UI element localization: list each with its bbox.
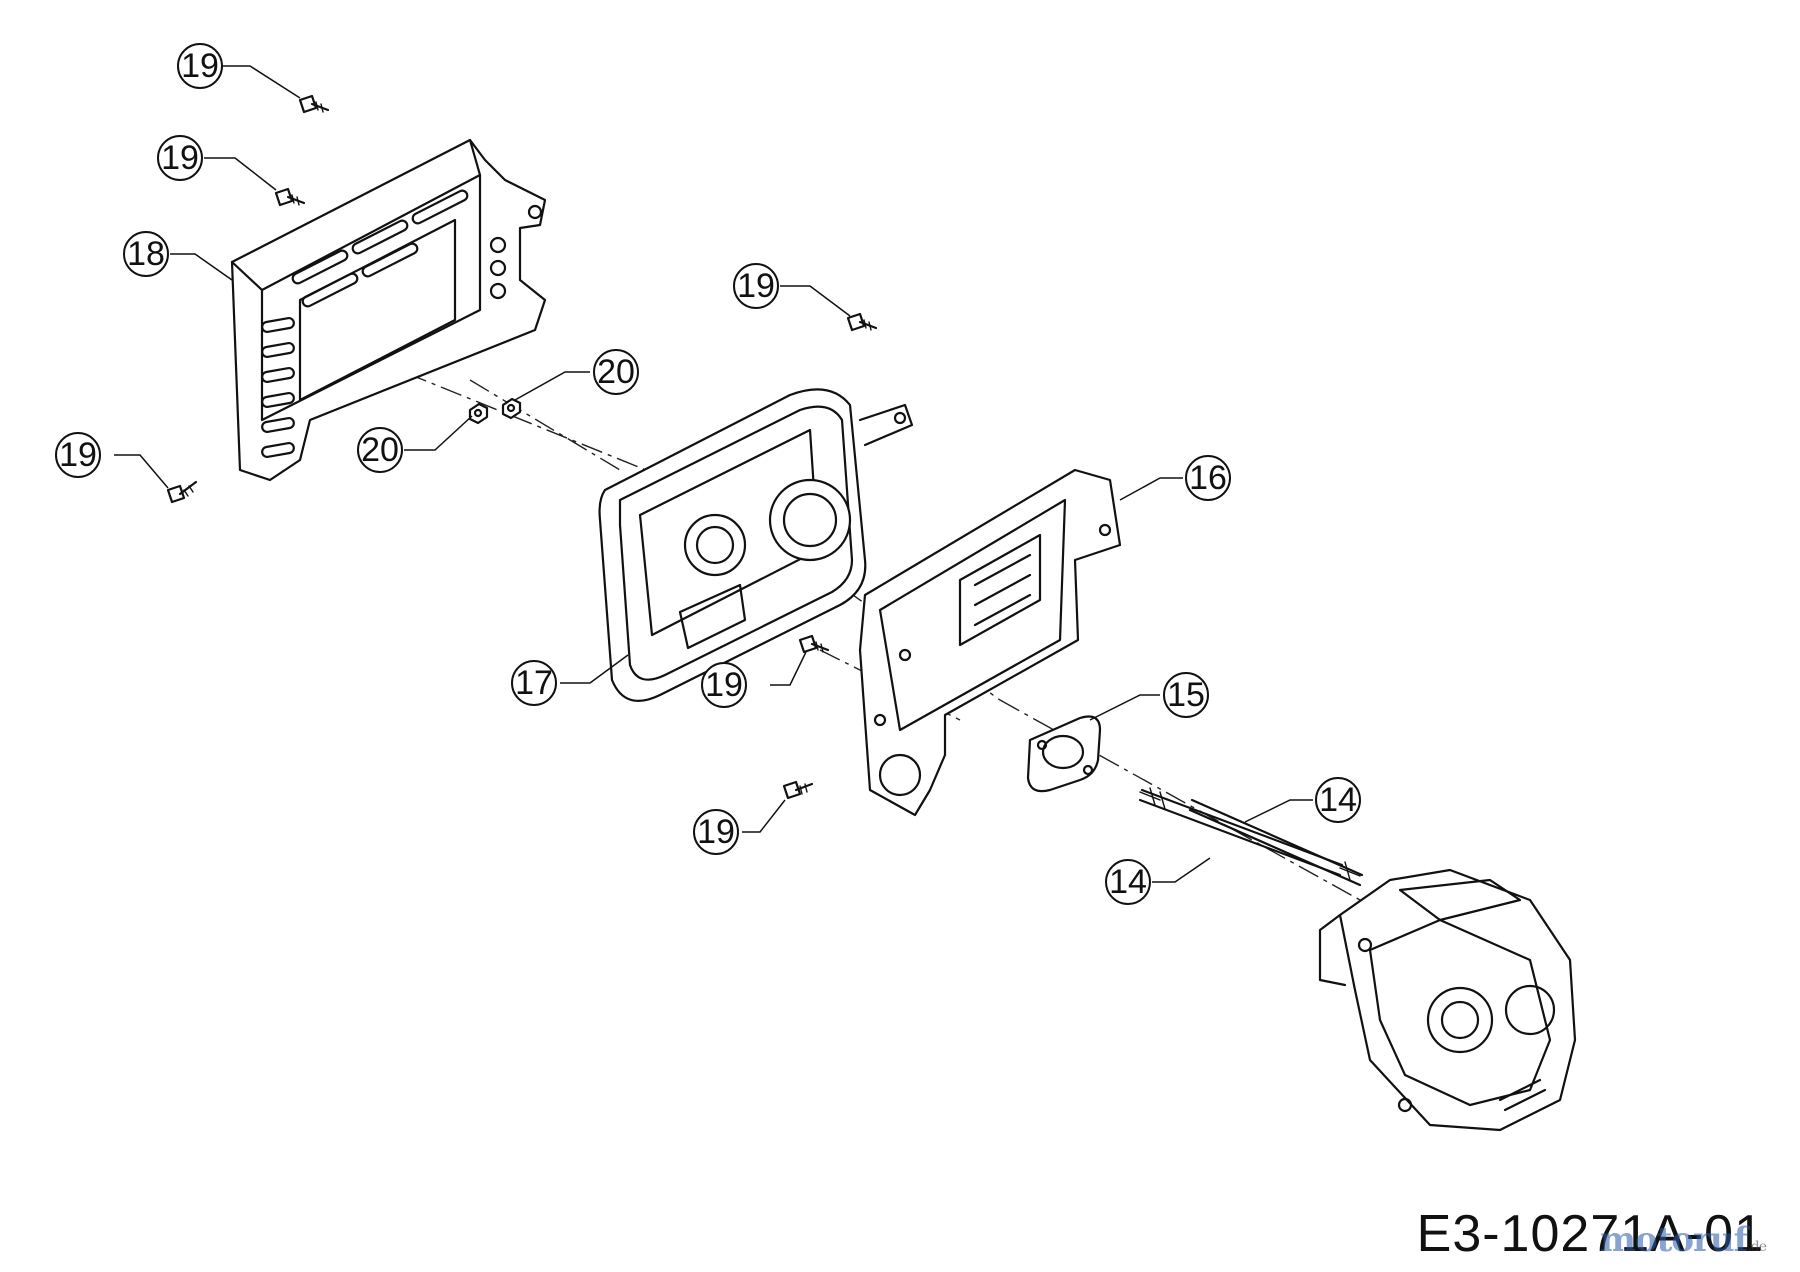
callout-c7: 19 (733, 263, 779, 309)
watermark-logo: motoruf.de (1600, 1220, 1767, 1260)
callout-c14: 14 (1105, 859, 1151, 905)
screw-bracket-low (782, 780, 814, 800)
heat-shield-cage (230, 138, 547, 482)
screw-upper-left (274, 187, 306, 207)
callout-c12: 19 (693, 809, 739, 855)
callout-c11: 15 (1163, 672, 1209, 718)
callout-label: 19 (161, 139, 199, 177)
muffler (598, 388, 914, 702)
callout-c2: 19 (157, 135, 203, 181)
callout-c9: 17 (511, 660, 557, 706)
nut-lower (468, 402, 489, 425)
callout-c10: 19 (701, 662, 747, 708)
diagram-reference-code: E3-10271A-01 (1416, 1205, 1764, 1263)
callout-c4: 19 (55, 432, 101, 478)
callout-label: 14 (1319, 781, 1357, 819)
screw-muffler-top (846, 312, 878, 332)
callout-label: 17 (515, 664, 553, 702)
engine-cylinder-head (1318, 868, 1577, 1132)
callout-c1: 19 (177, 43, 223, 89)
screw-bracket-mid (798, 634, 830, 654)
callout-c8: 16 (1185, 455, 1231, 501)
callout-label: 19 (181, 47, 219, 85)
screw-lower-left (166, 480, 198, 504)
callout-label: 20 (597, 353, 635, 391)
cage-side-slots (261, 316, 295, 459)
watermark-tld: .de (1747, 1239, 1767, 1255)
callout-label: 14 (1109, 863, 1147, 901)
leader-lines (114, 65, 1313, 883)
exhaust-gasket (1026, 715, 1102, 793)
callout-label: 20 (361, 431, 399, 469)
nut-upper (501, 397, 522, 420)
cage-top-slots (291, 189, 469, 308)
callout-label: 16 (1189, 459, 1227, 497)
callout-c3: 18 (123, 231, 169, 277)
callout-label: 15 (1167, 676, 1205, 714)
callout-label: 19 (737, 267, 775, 305)
cage-end-holes (489, 204, 543, 300)
screw-top (298, 94, 330, 114)
muffler-bracket (858, 468, 1122, 817)
callout-c5: 20 (593, 349, 639, 395)
callout-label: 19 (59, 436, 97, 474)
callout-c6: 20 (357, 427, 403, 473)
callout-label: 18 (127, 235, 165, 273)
callout-label: 19 (705, 666, 743, 704)
callout-label: 19 (697, 813, 735, 851)
watermark-text: motoruf (1600, 1220, 1748, 1260)
callout-c13: 14 (1315, 777, 1361, 823)
studs (1138, 787, 1364, 887)
